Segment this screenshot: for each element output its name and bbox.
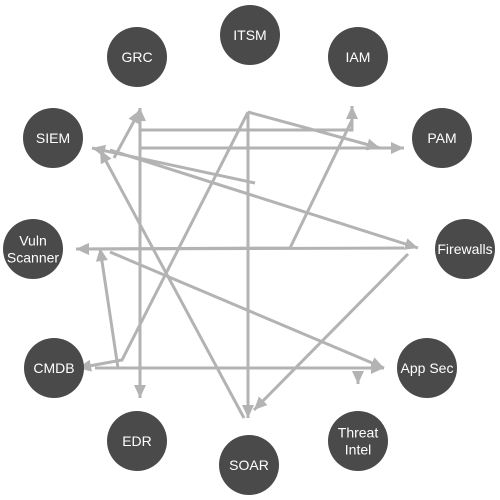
connector-line: [98, 247, 120, 369]
node-cmdb: CMDB: [24, 338, 84, 398]
edge-firewalls-to-vuln: [75, 242, 405, 255]
arrowhead-icon: [95, 248, 108, 262]
edge-siem-to-iam: [140, 106, 358, 132]
edge-siem-to-firewalls: [109, 148, 419, 250]
connector-line: [77, 111, 250, 370]
node-firewalls: Firewalls: [435, 219, 495, 279]
node-label-line: EDR: [122, 433, 152, 449]
node-circle: [23, 108, 83, 168]
arrowhead-icon: [403, 238, 418, 250]
node-grc: GRC: [107, 27, 167, 87]
node-label-line: GRC: [121, 49, 152, 65]
arrowhead-icon: [100, 150, 112, 165]
node-label-line: IAM: [346, 49, 371, 65]
arrowhead-icon: [134, 108, 146, 121]
node-label-line: Threat: [338, 425, 379, 441]
edge-soar-to-siem: [98, 149, 246, 419]
node-circle: [328, 411, 388, 471]
node-label-line: SIEM: [36, 130, 70, 146]
node-label-line: CMDB: [33, 360, 74, 376]
node-label: IAM: [346, 49, 371, 65]
node-circle: [397, 338, 457, 398]
node-label-line: SOAR: [229, 457, 269, 473]
connector-line: [75, 246, 405, 251]
node-circle: [107, 411, 167, 471]
connector-line: [98, 149, 246, 419]
node-soar: SOAR: [219, 435, 279, 495]
node-label-line: Intel: [345, 442, 371, 458]
node-label: CMDB: [33, 360, 74, 376]
node-label-line: Scanner: [7, 250, 59, 266]
node-label: App Sec: [401, 360, 454, 376]
edge-edr-to-grc: [134, 108, 146, 395]
arrowhead-icon: [391, 142, 404, 154]
node-label: SIEM: [36, 130, 70, 146]
node-label: SOAR: [229, 457, 269, 473]
node-label: Firewalls: [437, 241, 492, 257]
node-circle: [3, 219, 63, 279]
node-siem: SIEM: [23, 108, 83, 168]
arrowhead-icon: [346, 106, 358, 119]
edge-cmdb-to-vuln: [95, 247, 120, 369]
node-label: EDR: [122, 433, 152, 449]
arrowhead-icon: [365, 138, 380, 151]
edge-siem-to-pam: [140, 142, 404, 154]
node-label: GRC: [121, 49, 152, 65]
edge-cmdb-to-appsec: [95, 362, 384, 374]
node-circle: [328, 27, 388, 87]
edge-itsm-to-pam: [247, 110, 381, 151]
node-label-line: ITSM: [233, 27, 266, 43]
connector-line: [252, 252, 410, 412]
connector-line: [91, 146, 256, 185]
node-label-line: Firewalls: [437, 241, 492, 257]
node-label-line: Vuln: [19, 233, 47, 249]
node-circle: [220, 5, 280, 65]
node-label: ITSM: [233, 27, 266, 43]
node-itsm: ITSM: [220, 5, 280, 65]
arrowhead-icon: [254, 396, 268, 410]
arrowhead-icon: [242, 405, 254, 418]
node-iam: IAM: [328, 27, 388, 87]
connector-line: [109, 250, 385, 370]
edges-layer: [75, 106, 419, 419]
node-circle: [412, 108, 472, 168]
node-circle: [219, 435, 279, 495]
node-edr: EDR: [107, 411, 167, 471]
edge-itsm-to-soar: [242, 112, 254, 418]
node-pam: PAM: [412, 108, 472, 168]
arrowhead-icon: [371, 362, 384, 374]
arrowhead-icon: [76, 242, 90, 255]
edge-pam-to-vuln: [75, 119, 354, 255]
edge-cmdb-to-threat: [352, 371, 364, 384]
edge-firewalls-to-soar: [252, 252, 410, 412]
node-appsec: App Sec: [397, 338, 457, 398]
node-label-line: PAM: [427, 130, 456, 146]
node-circle: [435, 219, 495, 279]
node-circle: [24, 338, 84, 398]
node-circle: [107, 27, 167, 87]
node-label: PAM: [427, 130, 456, 146]
node-label-line: App Sec: [401, 360, 454, 376]
connector-line: [247, 110, 381, 150]
arrowhead-icon: [352, 371, 364, 384]
connector-line: [109, 148, 419, 250]
